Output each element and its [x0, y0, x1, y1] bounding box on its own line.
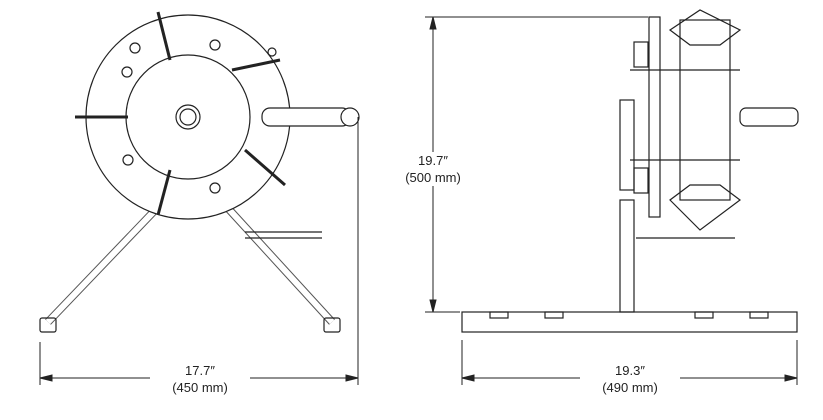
side-width-dimension-label: 19.3″ (490 mm)	[580, 362, 680, 396]
height-imperial: 19.7″	[418, 153, 448, 168]
side-width-imperial: 19.3″	[615, 363, 645, 378]
front-view	[39, 11, 360, 333]
side-width-metric: (490 mm)	[602, 380, 658, 395]
height-metric: (500 mm)	[405, 170, 461, 185]
height-dimension-label: 19.7″ (500 mm)	[383, 152, 483, 186]
front-width-metric: (450 mm)	[172, 380, 228, 395]
front-width-imperial: 17.7″	[185, 363, 215, 378]
front-width-dimension-label: 17.7″ (450 mm)	[150, 362, 250, 396]
side-view	[461, 9, 799, 333]
